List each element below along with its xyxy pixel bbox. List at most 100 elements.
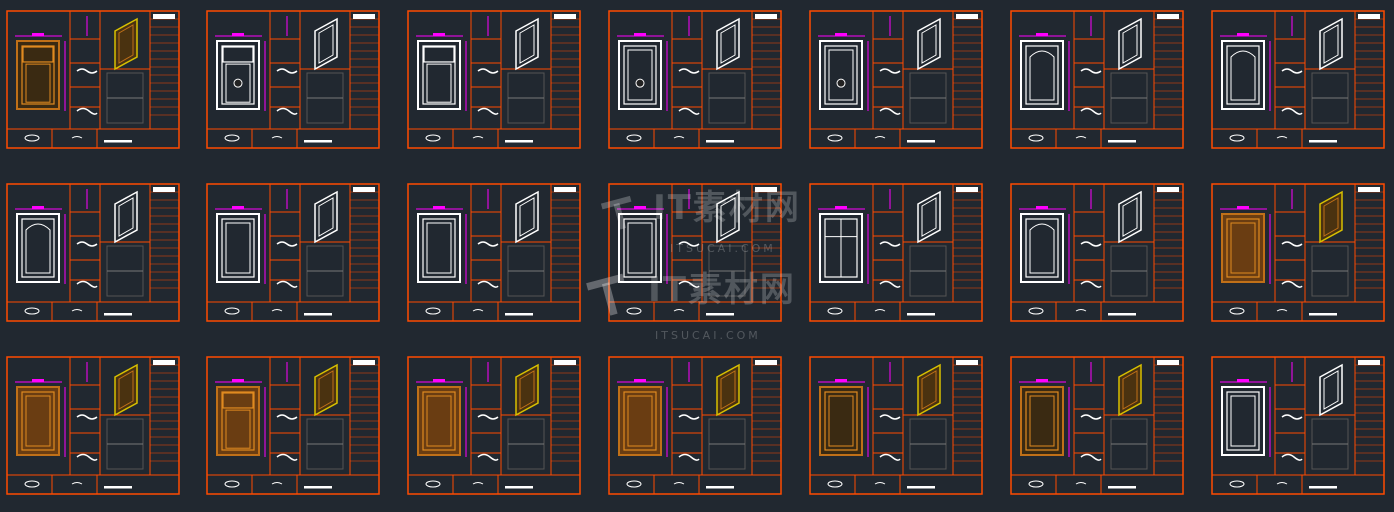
profile-sketch xyxy=(1281,453,1303,461)
cad-sheet xyxy=(206,183,380,322)
detail-sketch xyxy=(1028,480,1044,488)
title-block-logo xyxy=(956,14,978,19)
door-3d-view xyxy=(1118,17,1142,71)
door-3d-view xyxy=(1118,190,1142,244)
profile-sketch xyxy=(678,453,700,461)
detail-sketch xyxy=(626,480,642,488)
door-3d-view xyxy=(515,190,539,244)
detail-sketch xyxy=(673,136,685,139)
detail-sketch xyxy=(1075,482,1087,485)
sheet-frame xyxy=(809,356,983,495)
cad-sheet xyxy=(1010,183,1184,322)
door-3d-view xyxy=(114,363,138,417)
dimension-text xyxy=(433,379,445,382)
door-outer xyxy=(618,386,662,456)
door-frame xyxy=(1226,45,1260,105)
dimension-text xyxy=(232,33,244,36)
door-outer xyxy=(1020,386,1064,456)
door-panel xyxy=(225,222,251,274)
title-block-logo xyxy=(353,187,375,192)
door-outer xyxy=(1221,386,1265,456)
profile-sketch xyxy=(1080,241,1102,247)
door-3d-panel xyxy=(720,370,736,410)
detail-sketch xyxy=(472,136,484,139)
sheet-frame xyxy=(809,10,983,149)
door-3d-panel xyxy=(519,24,535,64)
title-block-logo xyxy=(755,187,777,192)
detail-sketch xyxy=(271,482,283,485)
dimension-text xyxy=(634,33,646,36)
profile-sketch xyxy=(1080,68,1102,74)
caption-bar xyxy=(706,140,734,143)
door-panel xyxy=(627,49,653,101)
detail-sketch xyxy=(1229,307,1245,315)
dimension-text xyxy=(232,379,244,382)
door-3d-panel xyxy=(1323,197,1339,237)
door-3d-panel xyxy=(318,24,334,64)
cad-sheet xyxy=(1211,183,1385,322)
caption-bar xyxy=(706,486,734,489)
profile-sketch xyxy=(276,107,298,115)
door-3d-view xyxy=(515,17,539,71)
door-outer xyxy=(216,40,260,110)
dimension-text xyxy=(433,206,445,209)
caption-bar xyxy=(1309,486,1337,489)
detail-sketch xyxy=(1276,482,1288,485)
caption-bar xyxy=(505,140,533,143)
sheet-frame xyxy=(1211,183,1385,322)
caption-bar xyxy=(907,140,935,143)
door-outer xyxy=(1020,213,1064,283)
detail-sketch xyxy=(1229,134,1245,142)
detail-sketch xyxy=(425,307,441,315)
profile-sketch xyxy=(879,107,901,115)
door-panel xyxy=(225,63,251,103)
door-3d-panel xyxy=(720,24,736,64)
detail-sketch xyxy=(271,136,283,139)
cad-sheet xyxy=(1010,356,1184,495)
caption-bar xyxy=(104,313,132,316)
profile-sketch xyxy=(76,414,98,420)
caption-bar xyxy=(104,486,132,489)
caption-bar xyxy=(1108,313,1136,316)
door-3d-view xyxy=(1319,363,1343,417)
door-frame xyxy=(21,45,55,105)
door-panel xyxy=(225,409,251,449)
sheet-frame xyxy=(407,183,581,322)
profile-sketch xyxy=(1080,280,1102,288)
cad-sheet xyxy=(6,10,180,149)
door-panel xyxy=(1029,395,1055,447)
door-3d-view xyxy=(1118,363,1142,417)
title-block-logo xyxy=(554,14,576,19)
caption-bar xyxy=(1108,140,1136,143)
detail-sketch xyxy=(1075,309,1087,312)
cad-sheet xyxy=(809,10,983,149)
profile-sketch xyxy=(1080,414,1102,420)
door-3d-view xyxy=(114,190,138,244)
dimension-text xyxy=(634,379,646,382)
profile-sketch xyxy=(276,241,298,247)
sheet-frame xyxy=(407,356,581,495)
door-outer xyxy=(417,213,461,283)
door-panel xyxy=(627,222,653,274)
door-panel xyxy=(1230,395,1256,447)
profile-sketch xyxy=(477,453,499,461)
door-panel xyxy=(828,49,854,101)
door-3d-view xyxy=(1319,190,1343,244)
door-3d-panel xyxy=(921,24,937,64)
profile-sketch xyxy=(879,68,901,74)
door-frame xyxy=(824,45,858,105)
door-3d-panel xyxy=(318,197,334,237)
door-3d-view xyxy=(314,17,338,71)
caption-bar xyxy=(907,313,935,316)
door-panel xyxy=(426,222,452,274)
door-outer xyxy=(216,386,260,456)
sheet-frame xyxy=(6,183,180,322)
sheet-frame xyxy=(6,356,180,495)
profile-sketch xyxy=(1281,107,1303,115)
profile-sketch xyxy=(879,241,901,247)
profile-sketch xyxy=(276,280,298,288)
dimension-text xyxy=(1237,206,1249,209)
sheet-frame xyxy=(206,356,380,495)
profile-sketch xyxy=(678,68,700,74)
